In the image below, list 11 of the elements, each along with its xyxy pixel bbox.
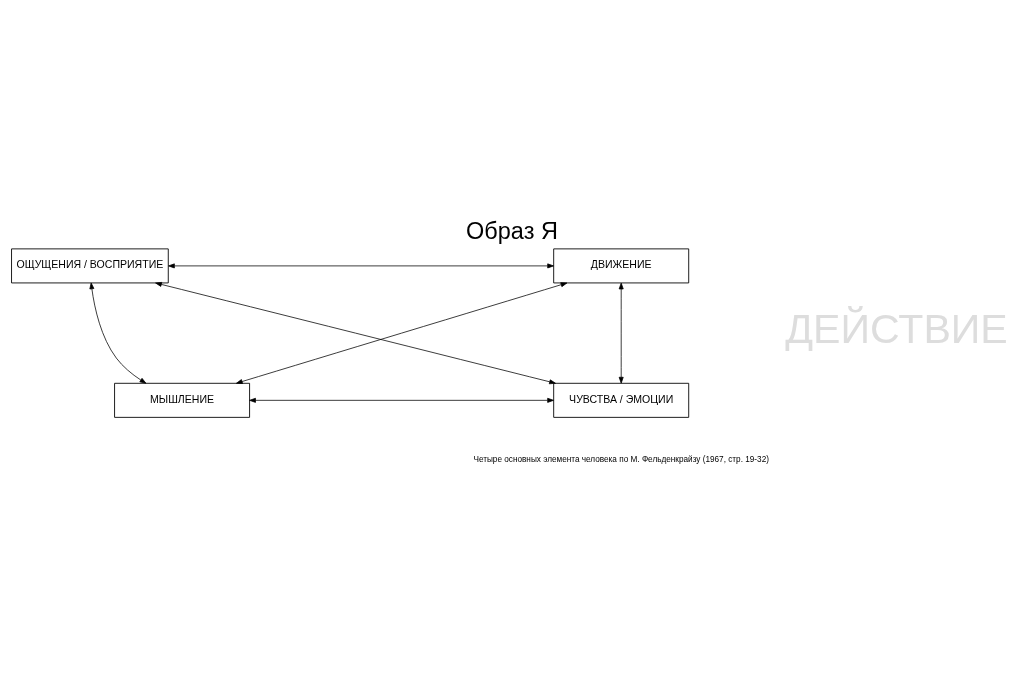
node-box: ДВИЖЕНИЕ bbox=[553, 247, 690, 283]
arrow bbox=[249, 397, 554, 403]
node-box: ОЩУЩЕНИЯ / ВОСПРИЯТИЕ bbox=[11, 247, 169, 283]
node-box: ЧУВСТВА / ЭМОЦИИ bbox=[553, 382, 690, 418]
arrow bbox=[168, 262, 554, 268]
diagram-title: Образ Я bbox=[466, 217, 558, 244]
arrow bbox=[236, 281, 568, 384]
node-box: МЫШЛЕНИЕ bbox=[114, 382, 251, 418]
arrow bbox=[155, 281, 556, 384]
arrow bbox=[618, 282, 624, 383]
arrow bbox=[89, 282, 147, 384]
